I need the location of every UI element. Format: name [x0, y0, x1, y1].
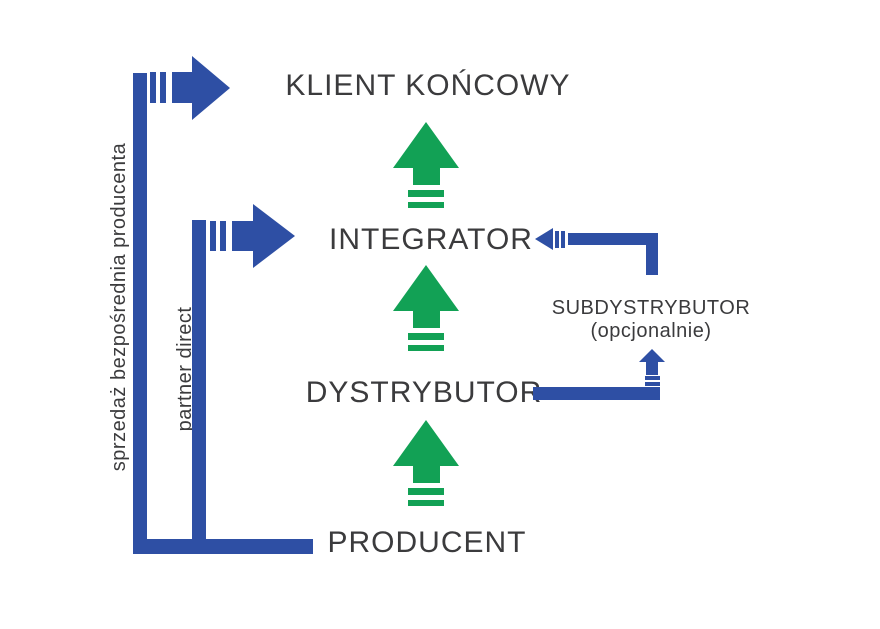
green-arrow-hatch-1	[408, 190, 444, 197]
green-arrow-shaft	[412, 466, 440, 483]
subdystrybutor-to-integrator-vertical-line	[646, 233, 658, 275]
green-arrow-hatch-2	[408, 202, 444, 208]
partner-direct-vertical-line	[192, 220, 206, 539]
green-arrow-shaft	[412, 168, 440, 185]
direct-sales-arrow-shaft	[172, 72, 192, 103]
partner-direct-arrow-hatch-1	[210, 221, 216, 251]
flow-up-arrow-producent-to-dystrybutor	[393, 420, 459, 506]
producent-bottom-line	[133, 539, 313, 554]
subdystrybutor-to-integrator-left-arrow-icon	[535, 228, 553, 250]
node-klient-koncowy: KLIENT KOŃCOWY	[285, 69, 571, 102]
dystrybutor-to-subdystrybutor-horizontal-line	[533, 387, 660, 400]
flow-up-arrow-dystrybutor-to-integrator	[393, 265, 459, 351]
partner-direct-right-arrow-icon	[253, 204, 295, 268]
subdystrybutor-to-integrator-horizontal-line	[568, 233, 658, 245]
node-producent: PRODUCENT	[327, 526, 527, 559]
direct-sales-channel-label: sprzedaż bezpośrednia producenta	[108, 142, 130, 472]
direct-sales-arrow-hatch-1	[150, 72, 156, 103]
green-arrow-shaft	[412, 311, 440, 328]
subdystrybutor-to-integrator-hatch-1	[555, 231, 559, 248]
direct-sales-vertical-line	[133, 73, 147, 554]
subdystrybutor-to-integrator-hatch-2	[561, 231, 565, 248]
green-arrow-hatch-2	[408, 500, 444, 506]
dystrybutor-to-subdystrybutor-arrow-shaft	[646, 362, 658, 375]
dystrybutor-to-subdystrybutor-hatch-1	[645, 376, 660, 380]
green-arrow-hatch-2	[408, 345, 444, 351]
direct-sales-arrow-hatch-2	[160, 72, 166, 103]
green-up-arrowhead-icon	[393, 122, 459, 168]
green-arrow-hatch-1	[408, 333, 444, 340]
direct-sales-right-arrow-icon	[192, 56, 230, 120]
green-up-arrowhead-icon	[393, 265, 459, 311]
node-subdystrybutor: SUBDYSTRYBUTOR	[551, 297, 751, 319]
node-subdystrybutor-note: (opcjonalnie)	[590, 320, 712, 342]
dystrybutor-to-subdystrybutor-hatch-2	[645, 382, 660, 386]
dystrybutor-to-subdystrybutor-up-arrow-icon	[639, 349, 665, 362]
green-arrow-hatch-1	[408, 488, 444, 495]
node-dystrybutor: DYSTRYBUTOR	[305, 376, 543, 409]
green-up-arrowhead-icon	[393, 420, 459, 466]
partner-direct-arrow-shaft	[232, 221, 253, 251]
flow-up-arrow-integrator-to-klient	[393, 122, 459, 208]
node-integrator: INTEGRATOR	[329, 223, 533, 256]
partner-direct-arrow-hatch-2	[220, 221, 226, 251]
